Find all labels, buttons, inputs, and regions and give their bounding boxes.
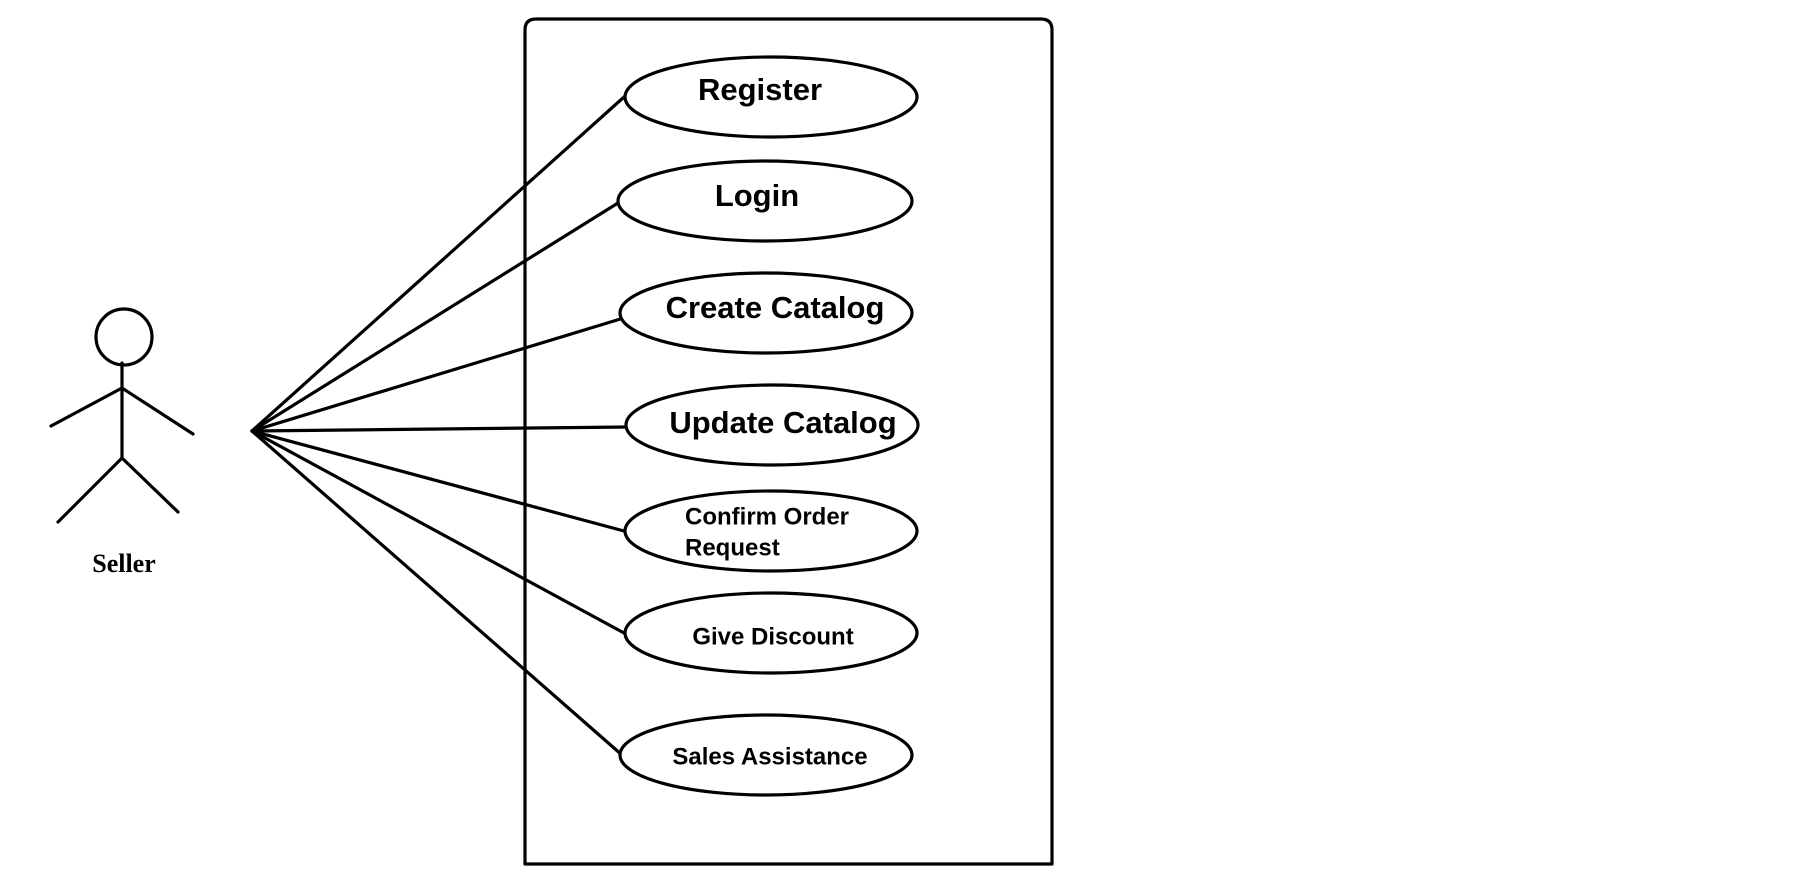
association-line-update-catalog — [250, 425, 630, 433]
association-line-create-catalog — [250, 315, 629, 433]
actor-right-leg — [120, 456, 180, 514]
use-case-label: Give Discount — [692, 623, 853, 650]
use-case-label: Sales Assistance — [672, 743, 867, 770]
use-case-label: Request — [685, 534, 780, 561]
actor-left-leg — [56, 456, 124, 524]
use-case-sales-assistance[interactable]: Sales Assistance — [618, 713, 914, 797]
use-case-ellipse[interactable] — [623, 489, 919, 573]
actor-right-arm — [120, 386, 195, 436]
actor-left-arm — [49, 386, 124, 428]
association-line-give-discount — [250, 429, 626, 635]
association-line-login — [250, 201, 620, 433]
use-case-label: Create Catalog — [666, 290, 885, 325]
actor-head — [94, 307, 154, 367]
use-case-ellipse[interactable] — [616, 159, 914, 243]
use-case-label: Login — [715, 178, 799, 213]
actor-label: Seller — [92, 549, 156, 578]
actor-seller: Seller — [49, 307, 195, 578]
use-case-login[interactable]: Login — [616, 159, 914, 243]
use-case-ellipse[interactable] — [618, 713, 914, 797]
system-boundary — [523, 17, 1054, 866]
association-line-sales-assistance — [250, 429, 624, 757]
use-case-register[interactable]: Register — [623, 55, 919, 139]
associations — [250, 95, 630, 757]
use-case-ellipse[interactable] — [624, 383, 920, 467]
use-case-label: Register — [698, 72, 822, 107]
association-line-confirm-order-request — [250, 429, 626, 533]
use-case-give-discount[interactable]: Give Discount — [623, 591, 919, 675]
use-case-update-catalog[interactable]: Update Catalog — [624, 383, 920, 467]
use-case-ellipse[interactable] — [623, 55, 919, 139]
use-case-label: Confirm Order — [685, 503, 849, 530]
association-line-register — [250, 95, 626, 433]
use-case-ellipse[interactable] — [623, 591, 919, 675]
use-case-label: Update Catalog — [669, 405, 896, 440]
use-case-ellipse[interactable] — [618, 271, 914, 355]
use-case-create-catalog[interactable]: Create Catalog — [618, 271, 914, 355]
